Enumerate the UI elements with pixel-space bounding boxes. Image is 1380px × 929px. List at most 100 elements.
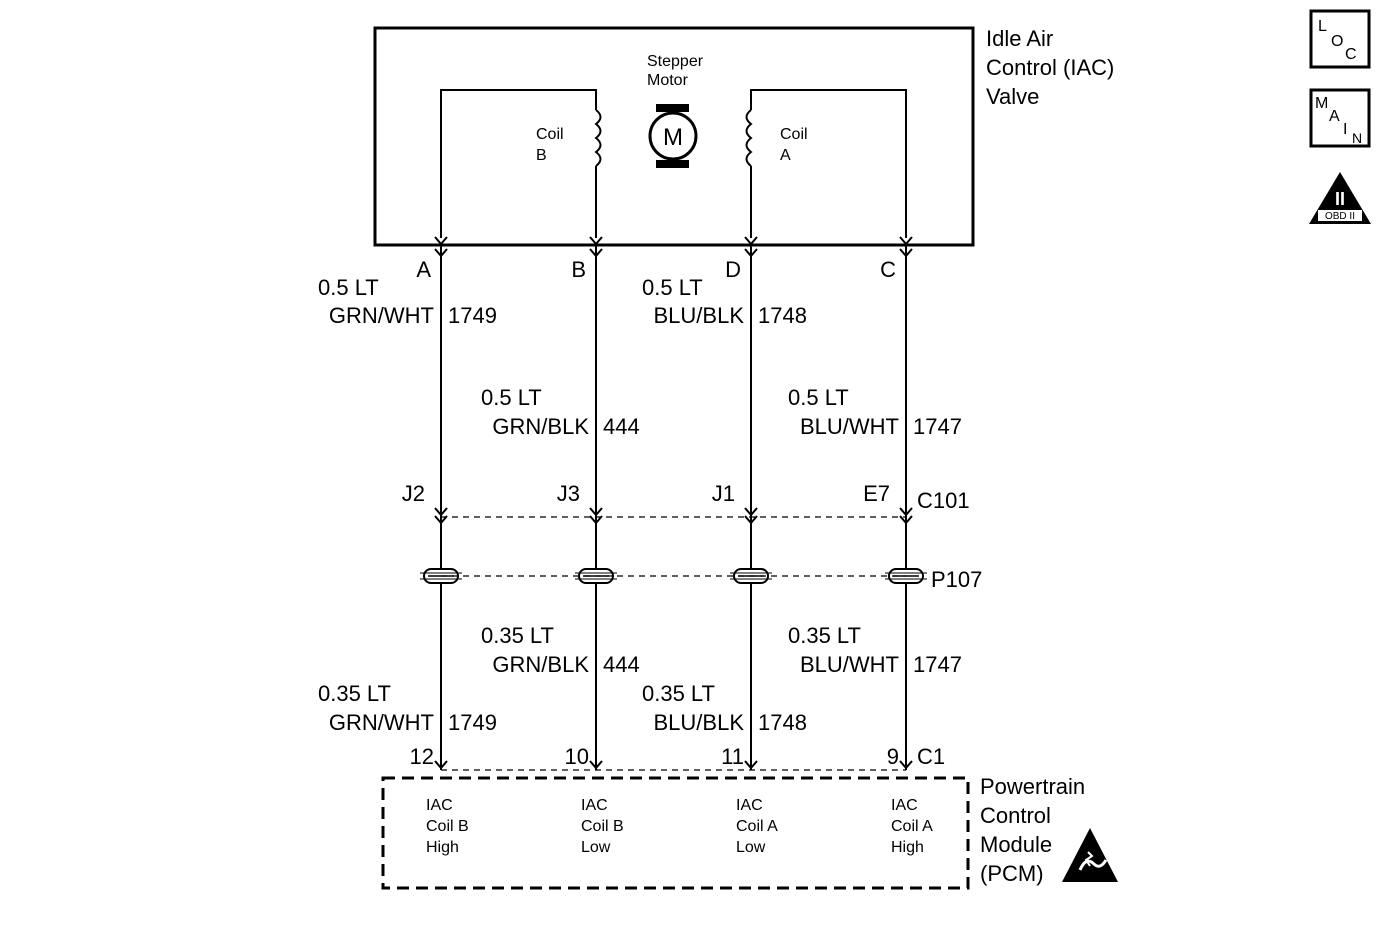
pcm-function-line: IAC [426,797,453,814]
coil-b-winding [594,109,602,167]
upper-wire-circuit: 1747 [913,414,962,439]
pcm-title-line-3: Module [980,832,1052,857]
c101-female-arrow [744,515,758,525]
lower-wire-circuit: 1748 [758,710,807,735]
coil-a-label-line-2: A [780,147,791,164]
pcm-function-line: IAC [581,797,608,814]
svg-text:N: N [1352,130,1362,146]
iac-title-line-3: Valve [986,84,1039,109]
stepper-motor-icon: M [648,104,698,168]
coil-a-winding [745,109,753,167]
pcm-function-line: Coil B [426,818,469,835]
valve-terminal-female [589,248,603,258]
p107-label: P107 [931,567,982,592]
coil-b-label-line-2: B [536,147,547,164]
coil-a-loop-wire [750,89,907,238]
pcm-pin-label: 10 [565,744,589,769]
lower-wire-gauge: 0.35 LT [481,623,554,648]
coil-b-label-line-1: Coil [536,126,564,143]
loc-icon: L O C [1309,9,1371,69]
iac-valve-component: Idle Air Control (IAC) Valve Coil B Coil… [373,26,1114,247]
c101-pin-label: J3 [557,481,580,506]
lower-wire-color: GRN/WHT [329,710,434,735]
lower-wire-circuit: 1747 [913,652,962,677]
c101-pin-label: J1 [712,481,735,506]
valve-terminal-label: D [725,257,741,282]
pcm-function-line: IAC [736,797,763,814]
pcm-function-line: IAC [891,797,918,814]
c1-arrow [589,760,603,770]
upper-wire-color: BLU/BLK [654,303,745,328]
pcm-function-line: Coil B [581,818,624,835]
upper-wire-circuit: 1748 [758,303,807,328]
valve-terminal-label: B [571,257,586,282]
motor-symbol: M [663,124,683,151]
pcm-function-line: Low [736,839,766,856]
valve-terminal-arrow [899,236,913,246]
upper-wire-gauge: 0.5 LT [481,385,542,410]
pcm-function-line: High [891,839,924,856]
pcm-pin-label: 12 [410,744,434,769]
lower-wire-gauge: 0.35 LT [642,681,715,706]
svg-text:O: O [1331,33,1343,50]
upper-wire-color: GRN/BLK [492,414,589,439]
upper-wire-gauge: 0.5 LT [788,385,849,410]
svg-text:A: A [1329,108,1340,125]
c101-male-arrow [434,507,448,517]
valve-terminal-arrow [744,236,758,246]
motor-label-line-2: Motor [647,72,689,89]
valve-terminal-female [434,248,448,258]
valve-terminal-arrow [589,236,603,246]
c101-male-arrow [899,507,913,517]
svg-text:I: I [1343,121,1347,138]
lower-wire-gauge: 0.35 LT [788,623,861,648]
pcm-function-line: High [426,839,459,856]
c101-male-arrow [589,507,603,517]
c101-female-arrow [899,515,913,525]
coil-b-loop-wire [440,89,597,238]
pcm-box [381,776,970,890]
upper-wire-color: GRN/WHT [329,303,434,328]
pcm-title-line-2: Control [980,803,1051,828]
pcm-title-line-1: Powertrain [980,774,1085,799]
pcm-module: Powertrain Control Module (PCM) [381,774,1120,890]
coil-a-label-line-1: Coil [780,126,808,143]
lower-wire-color: GRN/BLK [492,652,589,677]
c101-pin-label: J2 [402,481,425,506]
svg-text:OBD II: OBD II [1325,211,1355,222]
valve-terminal-female [899,248,913,258]
main-icon: M A I N [1309,88,1371,148]
pcm-pin-label: 11 [721,744,744,769]
iac-title-line-1: Idle Air [986,26,1053,51]
motor-label-line-1: Stepper [647,53,704,70]
pcm-title-line-4: (PCM) [980,861,1044,886]
valve-terminal-female [744,248,758,258]
esd-warning-icon [1060,826,1120,884]
svg-text:II: II [1335,189,1345,209]
lower-wire-circuit: 444 [603,652,640,677]
iac-title-line-2: Control (IAC) [986,55,1114,80]
upper-wire-circuit: 444 [603,414,640,439]
svg-text:C: C [1345,46,1357,63]
valve-terminal-arrow [434,236,448,246]
c101-label: C101 [917,488,970,513]
lower-wire-color: BLU/WHT [800,652,899,677]
c101-male-arrow [744,507,758,517]
pcm-function-line: Coil A [736,818,778,835]
svg-text:M: M [1315,95,1328,112]
c1-arrow [899,760,913,770]
c1-label: C1 [917,744,945,769]
upper-wire-circuit: 1749 [448,303,497,328]
upper-wire-gauge: 0.5 LT [642,275,703,300]
c1-arrow [744,760,758,770]
valve-terminal-label: C [880,257,896,282]
c101-female-arrow [589,515,603,525]
lower-wire-color: BLU/BLK [654,710,745,735]
valve-terminal-label: A [416,257,431,282]
